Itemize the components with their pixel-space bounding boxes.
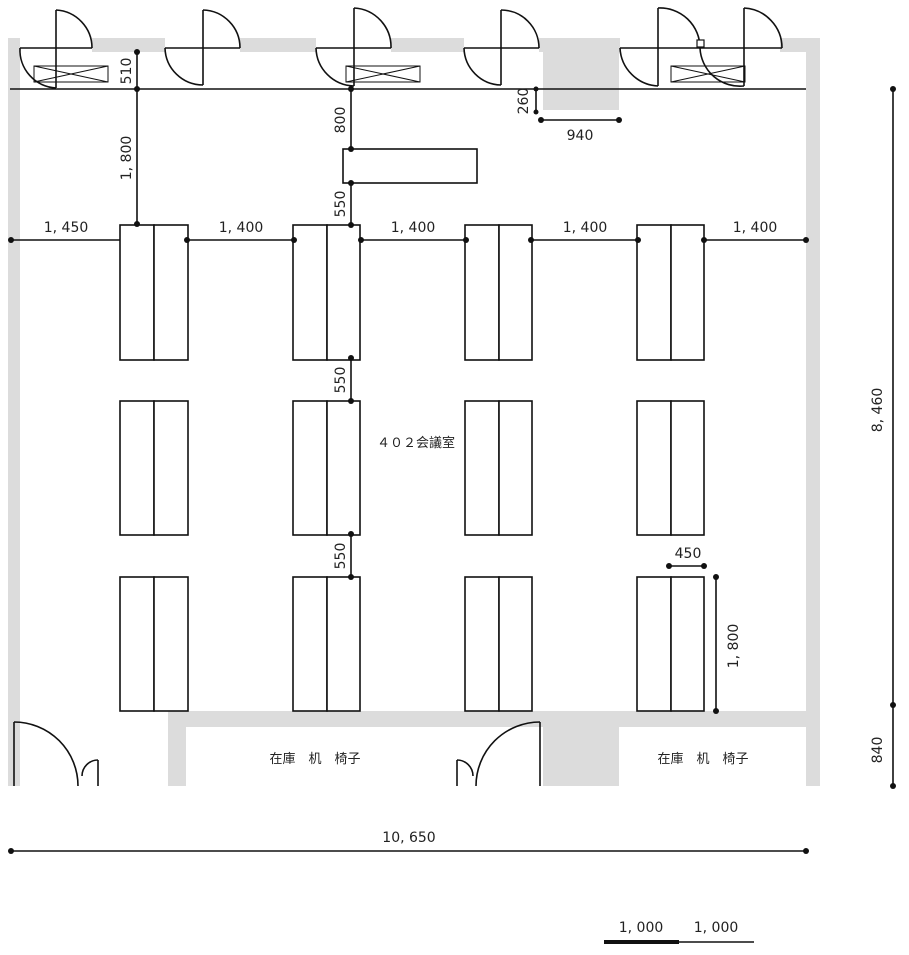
dim-pillar-width: 940 <box>567 128 594 144</box>
scale-bar: 1, 000 1, 000 <box>604 920 754 944</box>
table-pair <box>464 400 533 536</box>
pillar <box>543 52 619 110</box>
dim-aisle-left: 1, 450 <box>44 220 89 236</box>
dim-storage-depth: 840 <box>870 737 886 764</box>
room-name: ４０２会議室 <box>377 435 455 451</box>
dim-window-offset: 510 <box>119 58 135 85</box>
dimension-labels: 510 1, 800 800 550 260 940 1, 450 1, 400… <box>44 58 886 846</box>
ac-units <box>33 65 746 83</box>
scale-label-2: 1, 000 <box>694 920 739 936</box>
storage-label: 在庫 机 椅子 <box>269 752 360 767</box>
table-pair <box>292 400 361 536</box>
dim-front-gap: 1, 800 <box>119 136 135 181</box>
bottom-doors <box>13 721 541 787</box>
table-pair <box>464 576 533 712</box>
ac-unit-icon <box>670 65 746 83</box>
door-swing-icon <box>315 7 392 87</box>
table-pair <box>119 224 189 361</box>
dim-row-gap-1: 550 <box>333 367 349 394</box>
dimension-lines <box>8 49 896 854</box>
ac-unit-icon <box>33 65 109 83</box>
table-pair <box>636 400 705 536</box>
whiteboard <box>342 148 478 184</box>
door-swing-icon <box>456 721 541 787</box>
dim-pillar-depth: 260 <box>516 88 532 115</box>
dim-aisle-3: 1, 400 <box>563 220 608 236</box>
table-pair <box>636 576 705 712</box>
table-pair <box>119 400 189 536</box>
table-pair <box>292 576 361 712</box>
tables <box>119 224 705 712</box>
door-swing-icon <box>463 9 540 86</box>
dim-room-width: 10, 650 <box>382 830 435 846</box>
dim-table-width: 450 <box>675 546 702 562</box>
table-pair <box>464 224 533 361</box>
door-swing-icon <box>19 9 93 89</box>
dim-aisle-right: 1, 400 <box>733 220 778 236</box>
dim-aisle-2: 1, 400 <box>391 220 436 236</box>
dim-row-gap-2: 550 <box>333 543 349 570</box>
dim-table-length: 1, 800 <box>726 624 742 669</box>
dim-board-to-table: 550 <box>333 191 349 218</box>
table-pair <box>119 576 189 712</box>
table-pair <box>292 224 361 361</box>
dim-board-gap: 800 <box>333 107 349 134</box>
dim-aisle-1: 1, 400 <box>219 220 264 236</box>
scale-label-1: 1, 000 <box>619 920 664 936</box>
ac-unit-icon <box>345 65 421 83</box>
top-doors <box>19 7 783 89</box>
door-swing-icon <box>619 7 701 87</box>
dim-room-depth: 8, 460 <box>870 388 886 433</box>
door-swing-icon <box>699 7 783 87</box>
storage-label: 在庫 机 椅子 <box>657 752 748 767</box>
table-pair <box>636 224 705 361</box>
door-swing-icon <box>13 721 99 787</box>
door-swing-icon <box>164 9 241 86</box>
